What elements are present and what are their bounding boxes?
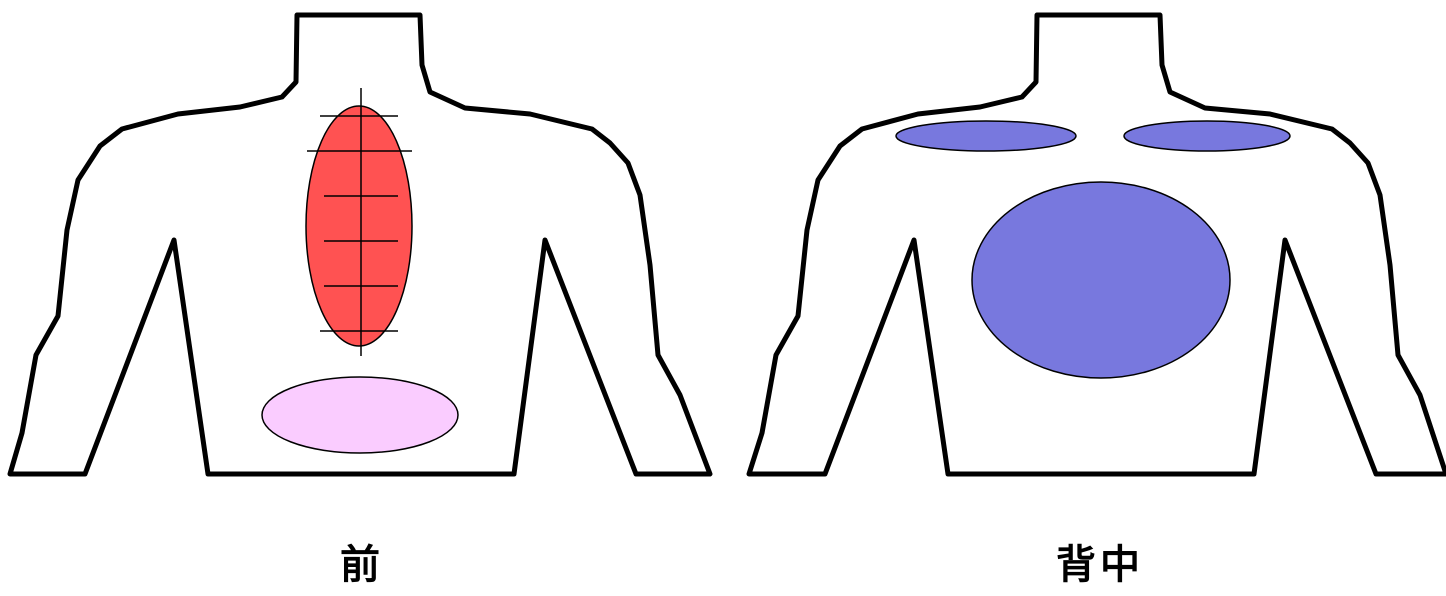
back-label: 背中 xyxy=(1000,532,1200,590)
back-figure xyxy=(749,15,1446,474)
front-label: 前 xyxy=(262,532,462,590)
left-shoulder-region xyxy=(896,121,1076,151)
front-figure xyxy=(10,15,710,474)
chest-region xyxy=(306,106,412,346)
right-shoulder-region xyxy=(1124,121,1290,151)
abdomen-region xyxy=(262,377,458,453)
upper-back-region xyxy=(972,182,1230,378)
